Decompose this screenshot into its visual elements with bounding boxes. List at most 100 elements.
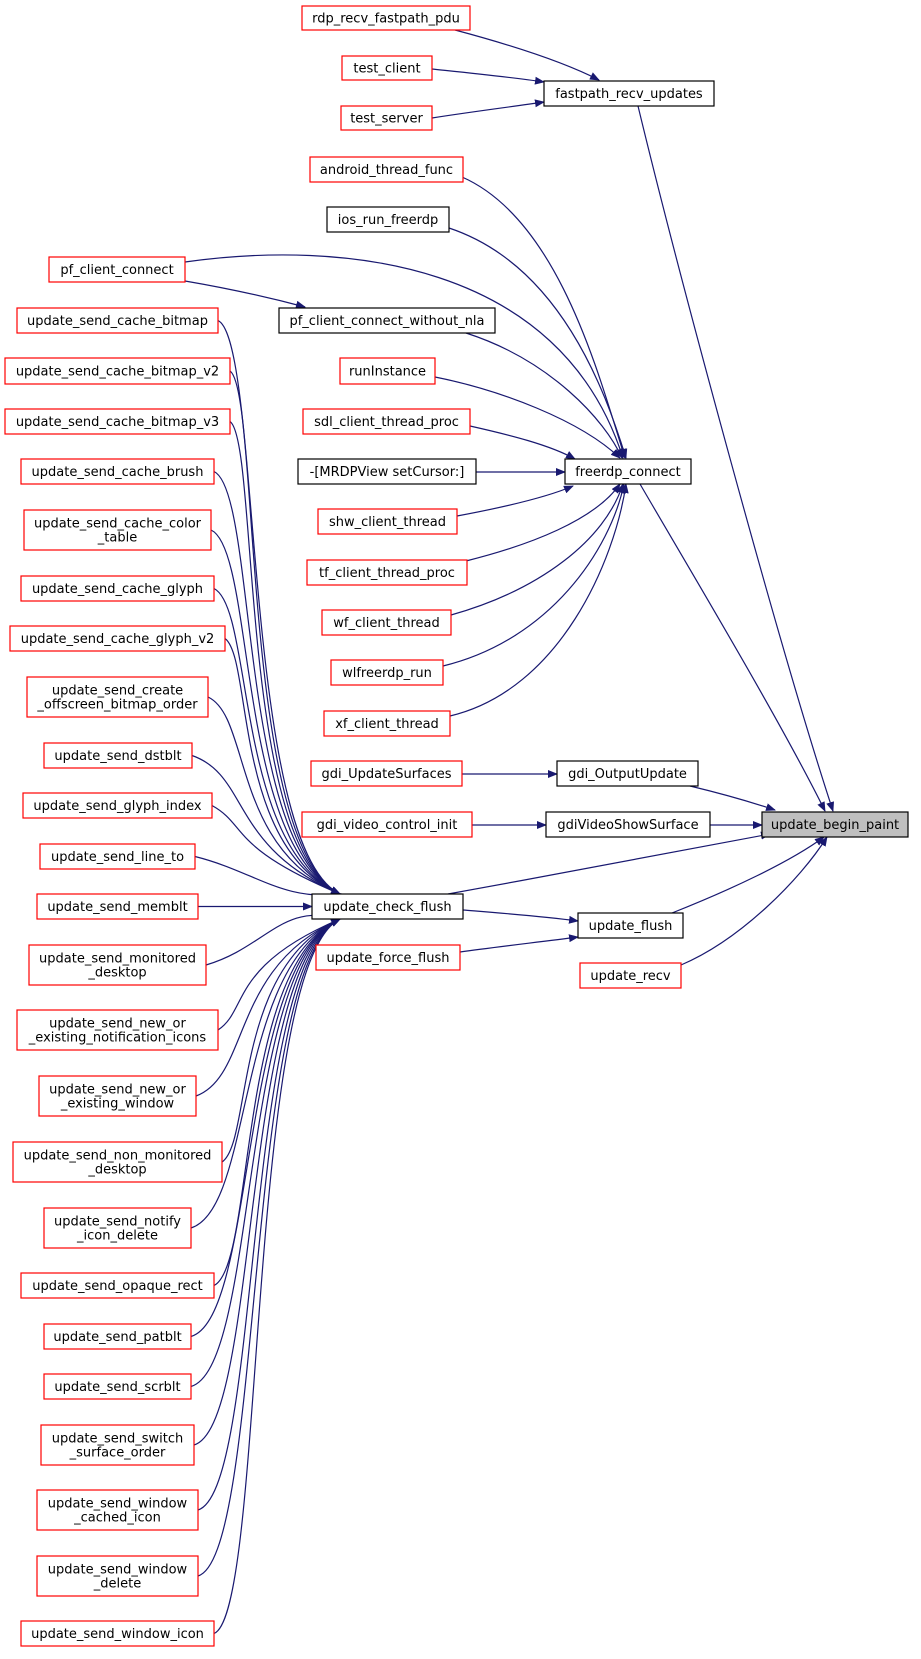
node-box <box>339 357 436 385</box>
node-shw_client_thread[interactable]: shw_client_thread <box>317 508 458 535</box>
node-label: update_send_window <box>48 1563 188 1578</box>
node-test_server[interactable]: test_server <box>340 105 433 131</box>
node-update_send_new_or_existing_window[interactable]: update_send_new_or_existing_window <box>38 1075 197 1117</box>
edge-update_check_flush-to-update_begin_paint <box>447 831 771 895</box>
node-update_send_window_cached_icon[interactable]: update_send_window_cached_icon <box>36 1489 199 1531</box>
node-update_force_flush[interactable]: update_force_flush <box>315 944 461 971</box>
node-box <box>43 1373 192 1400</box>
edge-test_server-to-fastpath_recv_updates <box>431 99 545 119</box>
node-label: update_send_cache_bitmap_v3 <box>16 415 219 430</box>
node-pf_client_connect[interactable]: pf_client_connect <box>48 256 186 283</box>
node-box <box>28 944 207 986</box>
node-fastpath_recv_updates[interactable]: fastpath_recv_updates <box>543 80 715 107</box>
node-update_recv[interactable]: update_recv <box>579 962 682 989</box>
node-update_begin_paint[interactable]: update_begin_paint <box>761 811 909 838</box>
edge-update_send_glyph_index-to-update_check_flush <box>211 804 341 895</box>
node-label: android_thread_func <box>320 163 453 178</box>
node-box <box>341 55 433 81</box>
node-update_send_monitored_desktop[interactable]: update_send_monitored_desktop <box>28 944 207 986</box>
node-android_thread_func[interactable]: android_thread_func <box>309 156 464 183</box>
node-update_send_cache_glyph_v2[interactable]: update_send_cache_glyph_v2 <box>9 625 226 652</box>
node-label: _cached_icon <box>73 1511 161 1526</box>
node-mrdpview_setcursor[interactable]: -[MRDPView setCursor:] <box>297 458 477 485</box>
node-box <box>543 80 715 107</box>
node-update_send_switch_surface_order[interactable]: update_send_switch_surface_order <box>40 1424 195 1466</box>
edge-update_flush-to-update_begin_paint <box>671 836 825 914</box>
node-update_send_cache_bitmap_v3[interactable]: update_send_cache_bitmap_v3 <box>4 408 231 435</box>
node-box <box>26 676 209 718</box>
node-freerdp_connect[interactable]: freerdp_connect <box>564 458 692 485</box>
node-label: update_send_opaque_rect <box>32 1279 203 1294</box>
node-rdp_recv_fastpath_pdu[interactable]: rdp_recv_fastpath_pdu <box>301 5 471 31</box>
node-tf_client_thread_proc[interactable]: tf_client_thread_proc <box>306 559 468 586</box>
node-label: gdiVideoShowSurface <box>557 818 698 833</box>
edge-update_force_flush-to-update_flush <box>459 934 579 953</box>
node-gdi_OutputUpdate[interactable]: gdi_OutputUpdate <box>556 760 699 787</box>
node-update_send_opaque_rect[interactable]: update_send_opaque_rect <box>20 1272 215 1299</box>
node-box <box>20 1620 215 1647</box>
node-label: update_send_monitored <box>39 952 196 967</box>
node-pf_client_connect_without_nla[interactable]: pf_client_connect_without_nla <box>278 307 496 334</box>
node-update_flush[interactable]: update_flush <box>577 912 684 939</box>
edge-update_send_cache_glyph-to-update_check_flush <box>213 587 341 895</box>
node-box <box>310 760 463 787</box>
node-update_send_non_monitored_desktop[interactable]: update_send_non_monitored_desktop <box>12 1141 223 1183</box>
edge-update_send_window_cached_icon-to-update_check_flush <box>197 918 341 1511</box>
node-update_check_flush[interactable]: update_check_flush <box>311 893 464 920</box>
edge-update_send_cache_glyph_v2-to-update_check_flush <box>224 638 341 895</box>
node-update_send_window_delete[interactable]: update_send_window_delete <box>36 1555 199 1597</box>
node-update_send_memblt[interactable]: update_send_memblt <box>36 893 199 920</box>
edge-wlfreerdp_run-to-freerdp_connect <box>442 483 627 667</box>
node-label: update_send_create <box>52 684 183 699</box>
node-box <box>23 509 212 551</box>
node-update_send_new_or_existing_notification_icons[interactable]: update_send_new_or_existing_notification… <box>16 1009 219 1051</box>
node-label: gdi_UpdateSurfaces <box>322 767 452 782</box>
node-test_client[interactable]: test_client <box>341 55 433 81</box>
node-gdi_video_control_init[interactable]: gdi_video_control_init <box>301 811 473 838</box>
node-box <box>323 710 451 737</box>
node-update_send_cache_glyph[interactable]: update_send_cache_glyph <box>20 575 215 602</box>
node-runInstance[interactable]: runInstance <box>339 357 436 385</box>
node-update_send_cache_brush[interactable]: update_send_cache_brush <box>20 458 215 485</box>
node-update_send_cache_bitmap_v2[interactable]: update_send_cache_bitmap_v2 <box>4 357 231 385</box>
node-label: update_send_scrblt <box>54 1380 180 1395</box>
node-xf_client_thread[interactable]: xf_client_thread <box>323 710 451 737</box>
node-update_send_dstblt[interactable]: update_send_dstblt <box>43 742 193 769</box>
node-update_send_notify_icon_delete[interactable]: update_send_notify_icon_delete <box>43 1207 192 1249</box>
node-label: _existing_window <box>60 1097 175 1112</box>
node-gdi_UpdateSurfaces[interactable]: gdi_UpdateSurfaces <box>310 760 463 787</box>
node-sdl_client_thread_proc[interactable]: sdl_client_thread_proc <box>302 408 471 435</box>
node-label: update_send_cache_glyph <box>32 582 203 597</box>
node-box <box>36 893 199 920</box>
node-label: update_send_window <box>48 1497 188 1512</box>
node-update_send_line_to[interactable]: update_send_line_to <box>39 843 196 870</box>
node-update_send_create_offscreen_bitmap_order[interactable]: update_send_create_offscreen_bitmap_orde… <box>26 676 209 718</box>
node-box <box>43 742 193 769</box>
node-label: pf_client_connect <box>60 263 173 278</box>
node-update_send_patblt[interactable]: update_send_patblt <box>43 1323 192 1350</box>
edge-wf_client_thread-to-freerdp_connect <box>450 483 625 616</box>
edge-update_send_scrblt-to-update_check_flush <box>190 918 341 1388</box>
node-box <box>545 811 711 838</box>
node-label: test_server <box>350 112 423 127</box>
node-wf_client_thread[interactable]: wf_client_thread <box>321 609 452 636</box>
node-label: _desktop <box>87 966 146 981</box>
node-box <box>4 357 231 385</box>
node-box <box>278 307 496 334</box>
node-label: _desktop <box>87 1163 146 1178</box>
node-update_send_cache_color_table[interactable]: update_send_cache_color_table <box>23 509 212 551</box>
node-update_send_scrblt[interactable]: update_send_scrblt <box>43 1373 192 1400</box>
edge-pf_client_connect-to-freerdp_connect <box>184 254 625 459</box>
node-update_send_glyph_index[interactable]: update_send_glyph_index <box>22 792 213 819</box>
node-label: runInstance <box>349 365 426 380</box>
node-ios_run_freerdp[interactable]: ios_run_freerdp <box>326 206 450 233</box>
node-box <box>4 408 231 435</box>
node-wlfreerdp_run[interactable]: wlfreerdp_run <box>330 659 444 686</box>
node-update_send_cache_bitmap[interactable]: update_send_cache_bitmap <box>16 307 219 334</box>
node-box <box>761 811 909 838</box>
node-label: update_send_cache_bitmap <box>27 314 208 329</box>
node-gdiVideoShowSurface[interactable]: gdiVideoShowSurface <box>545 811 711 838</box>
node-update_send_window_icon[interactable]: update_send_window_icon <box>20 1620 215 1647</box>
edge-update_send_switch_surface_order-to-update_check_flush <box>193 918 341 1446</box>
